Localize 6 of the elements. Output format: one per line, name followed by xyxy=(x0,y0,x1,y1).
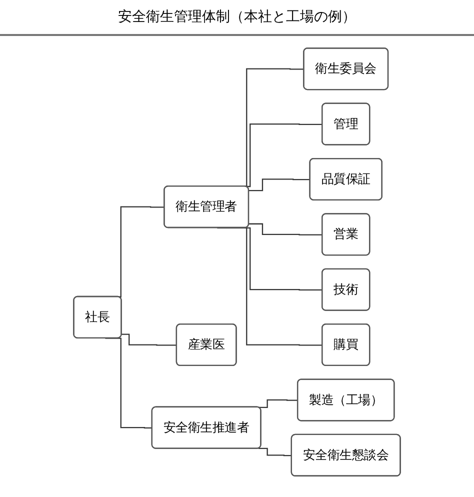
connector xyxy=(258,448,292,456)
connector xyxy=(248,178,310,192)
connector xyxy=(258,399,298,408)
connector xyxy=(122,334,177,346)
diagram-title: 安全衛生管理体制（本社と工場の例） xyxy=(0,0,474,36)
connector xyxy=(248,223,322,236)
